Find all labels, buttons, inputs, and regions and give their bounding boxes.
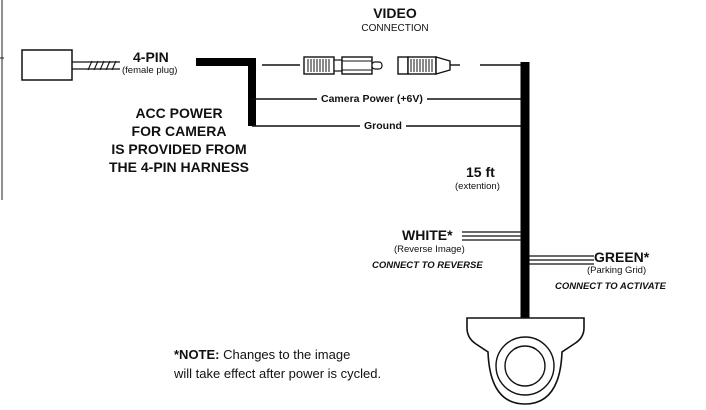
acc-note-line-4: THE 4-PIN HARNESS xyxy=(108,159,250,175)
video-subtitle: CONNECTION xyxy=(361,23,429,34)
plug-subtitle: (female plug) xyxy=(122,65,178,76)
acc-note-line-3: IS PROVIDED FROM xyxy=(111,141,247,157)
plug-body xyxy=(21,49,73,81)
acc-note-line-2: FOR CAMERA xyxy=(131,123,227,139)
green-wire-title: GREEN* xyxy=(594,249,650,265)
white-wire-instruction: CONNECT TO REVERSE xyxy=(372,260,483,271)
white-wire-title: WHITE* xyxy=(402,227,453,243)
plug-title: 4-PIN xyxy=(133,49,169,65)
acc-note-line-1: ACC POWER xyxy=(135,105,223,121)
cable-length-value: 15 ft xyxy=(466,164,495,180)
white-wire-lines xyxy=(462,231,521,241)
harness-cable xyxy=(196,58,256,126)
footnote-line-2: will take effect after power is cycled. xyxy=(174,366,382,381)
rca-male-connector xyxy=(303,56,383,75)
footnote: *NOTE: Changes to the image will take ef… xyxy=(174,345,381,383)
camera-power-label: Camera Power (+6V) xyxy=(317,94,427,105)
green-wire-lines xyxy=(529,255,594,265)
green-wire-instruction: CONNECT TO ACTIVATE xyxy=(555,281,667,292)
plug-wire-hatch xyxy=(87,60,117,71)
footnote-label: *NOTE: xyxy=(174,347,220,362)
cable-length-note: (extention) xyxy=(455,181,500,192)
camera-housing xyxy=(466,317,585,405)
footnote-line-1: Changes to the image xyxy=(219,347,351,362)
rca-female-connector xyxy=(397,56,460,75)
ground-label: Ground xyxy=(360,121,406,132)
white-wire-subtitle: (Reverse Image) xyxy=(394,244,465,255)
camera-lens-inner xyxy=(504,345,546,387)
video-title: VIDEO xyxy=(373,5,417,21)
acc-power-note: ACC POWER FOR CAMERA IS PROVIDED FROM TH… xyxy=(90,104,268,176)
green-wire-subtitle: (Parking Grid) xyxy=(587,265,647,276)
